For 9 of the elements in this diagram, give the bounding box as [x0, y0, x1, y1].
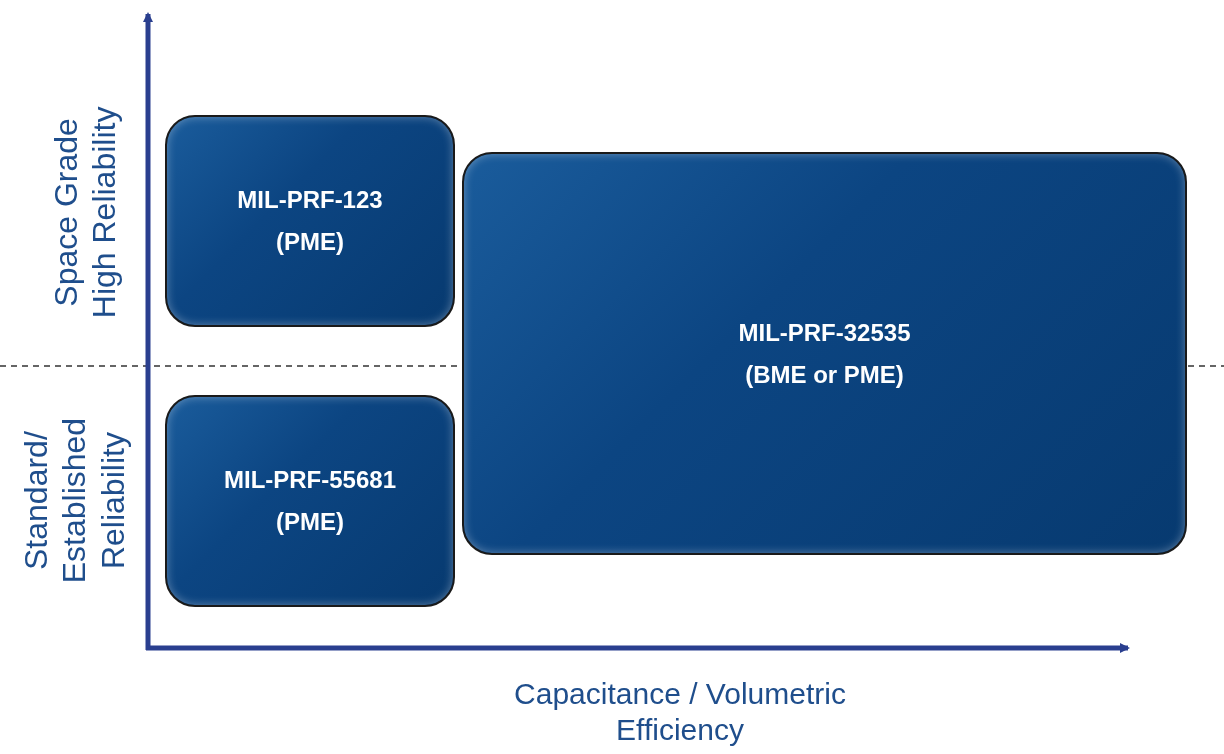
spec-box — [165, 115, 455, 327]
x-axis-label: Capacitance / Volumetric Efficiency — [513, 676, 847, 748]
spec-box — [462, 152, 1187, 555]
spec-label: MIL-PRF-55681 (PME) — [222, 465, 397, 537]
spec-label: MIL-PRF-32535 (BME or PME) — [737, 317, 912, 390]
spec-label: MIL-PRF-123 (PME) — [236, 185, 384, 257]
y-axis-label: Standard/ Established Reliability — [17, 416, 133, 585]
spec-box — [165, 395, 455, 607]
y-axis-label: Space Grade High Reliability — [46, 105, 123, 320]
